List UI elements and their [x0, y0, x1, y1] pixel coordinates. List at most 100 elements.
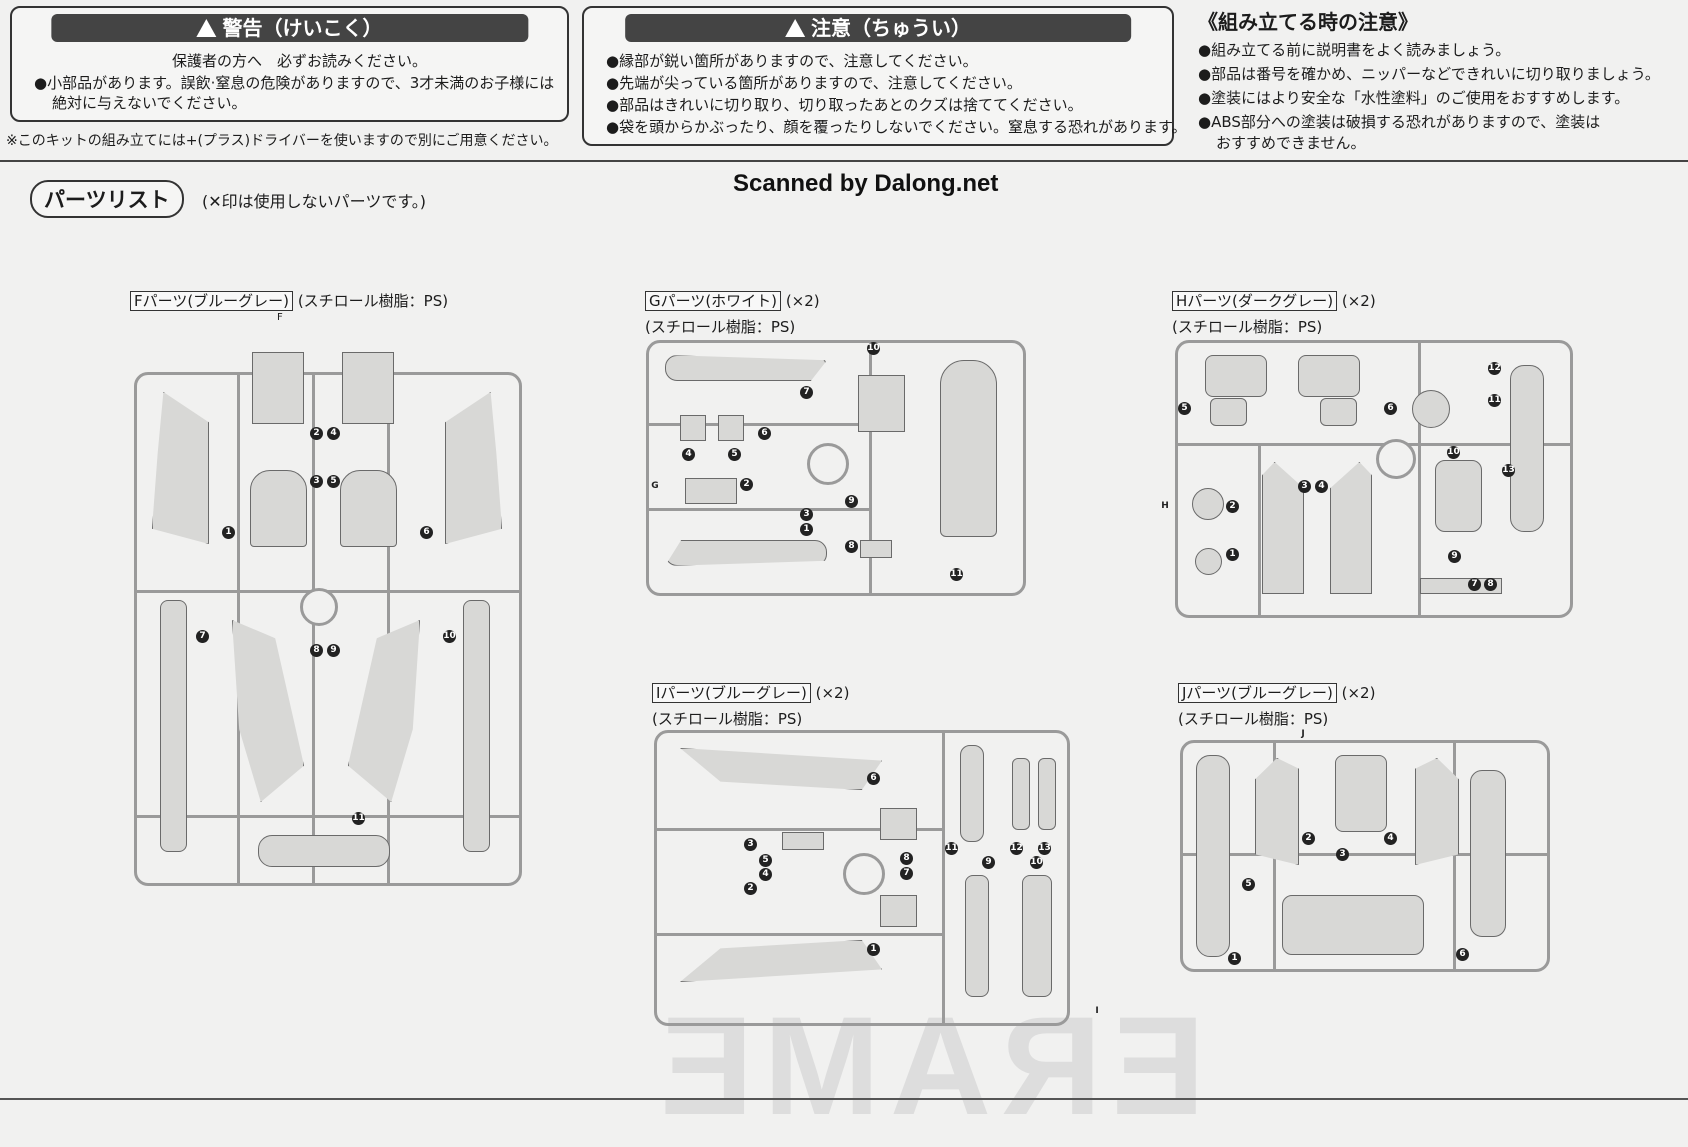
part-i-h [1038, 758, 1056, 830]
num-f-10: 10 [443, 630, 456, 643]
part-f-k [258, 835, 390, 867]
caution-line-1: 縁部が鋭い箇所がありますので、注意してください。 [606, 52, 978, 71]
assembly-note-5: おすすめできません。 [1216, 134, 1366, 152]
part-g-e [685, 478, 737, 504]
runner-f-label: Fパーツ(ブルーグレー) (スチロール樹脂：PS) [130, 290, 448, 311]
num-j-2: 2 [1302, 832, 1315, 845]
runner-g-material: (スチロール樹脂：PS) [645, 318, 796, 336]
runner-i-tag: Iパーツ(ブルーグレー) [652, 683, 811, 703]
caution-triangle-icon [784, 19, 805, 37]
part-h-i [1192, 488, 1224, 520]
warning-triangle-icon [196, 19, 217, 37]
part-j-c [1335, 755, 1387, 832]
warning-subtitle: 保護者の方へ 必ずお読みください。 [172, 52, 428, 70]
num-f-5: 5 [327, 475, 340, 488]
num-i-2: 2 [744, 882, 757, 895]
warning-title: 警告（けいこく） [222, 16, 383, 40]
num-j-4: 4 [1384, 832, 1397, 845]
part-h-g [1262, 462, 1304, 594]
part-g-f [858, 375, 905, 432]
warning-line-1: 小部品があります。誤飲·窒息の危険がありますので、3才未満のお子様には [34, 74, 554, 93]
num-f-6: 6 [420, 526, 433, 539]
num-h-1: 1 [1226, 548, 1239, 561]
part-f-f [340, 470, 397, 547]
runner-i-frame [654, 730, 1070, 1026]
runner-j-label: Jパーツ(ブルーグレー) (×2) [1178, 682, 1375, 703]
num-f-8: 8 [310, 644, 323, 657]
num-h-10: 10 [1447, 446, 1460, 459]
parts-list-label: パーツリスト [30, 180, 184, 218]
num-g-9: 9 [845, 495, 858, 508]
part-i-e [782, 832, 824, 850]
num-j-6: 6 [1456, 948, 1469, 961]
num-i-12: 12 [1010, 842, 1023, 855]
driver-note: ※このキットの組み立てには+(プラス)ドライバーを使いますので別にご用意ください… [6, 133, 558, 149]
num-g-8: 8 [845, 540, 858, 553]
num-g-11: 11 [950, 568, 963, 581]
part-h-b [1298, 355, 1360, 397]
num-h-6: 6 [1384, 402, 1397, 415]
num-i-7: 7 [900, 867, 913, 880]
runner-f-tag: Fパーツ(ブルーグレー) [130, 291, 294, 311]
num-h-13: 13 [1502, 464, 1515, 477]
runner-h-count: (×2) [1341, 292, 1376, 310]
runner-i-letter: I [1095, 1006, 1099, 1016]
warning-line-2: 絶対に与えないでください。 [52, 94, 247, 112]
runner-j-count: (×2) [1341, 684, 1376, 702]
part-i-d [880, 895, 917, 927]
assembly-note-3: 塗装にはより安全な「水性塗料」のご使用をおすすめします。 [1198, 89, 1660, 108]
caution-line-3: 部品はきれいに切り取り、切り取ったあとのクズは捨ててください。 [606, 96, 1083, 115]
num-g-5: 5 [728, 448, 741, 461]
part-g-c [680, 415, 706, 441]
parts-list-note: (✕印は使用しないパーツです。) [202, 192, 426, 211]
num-g-6: 6 [758, 427, 771, 440]
assembly-notes: 《組み立てる時の注意》 組み立てる前に説明書をよく読みましょう。 部品は番号を確… [1198, 6, 1660, 153]
part-h-e [1412, 390, 1450, 428]
part-h-j [1195, 548, 1222, 575]
part-i-f [960, 745, 984, 842]
num-f-11: 11 [352, 812, 365, 825]
runner-g-count: (×2) [785, 292, 820, 310]
caution-box: 注意（ちゅうい） 縁部が鋭い箇所がありますので、注意してください。 先端が尖って… [582, 6, 1187, 146]
num-f-3: 3 [310, 475, 323, 488]
part-i-c [880, 808, 917, 840]
num-j-3: 3 [1336, 848, 1349, 861]
assembly-note-2: 部品は番号を確かめ、ニッパーなどできれいに切り取りましょう。 [1198, 65, 1660, 84]
part-j-b [1255, 758, 1299, 865]
runner-h-material: (スチロール樹脂：PS) [1172, 318, 1323, 336]
num-i-3: 3 [744, 838, 757, 851]
runner-h-label: Hパーツ(ダークグレー) (×2) [1172, 290, 1376, 311]
part-i-j [1022, 875, 1052, 997]
num-h-4: 4 [1315, 480, 1328, 493]
part-h-l [1420, 578, 1502, 594]
num-j-1: 1 [1228, 952, 1241, 965]
part-h-k [1435, 460, 1482, 532]
part-g-h [860, 540, 892, 558]
num-g-1: 1 [800, 523, 813, 536]
num-g-2: 2 [740, 478, 753, 491]
num-g-4: 4 [682, 448, 695, 461]
warning-box: 警告（けいこく） 保護者の方へ 必ずお読みください。 小部品があります。誤飲·窒… [10, 6, 569, 122]
num-h-9: 9 [1448, 550, 1461, 563]
runner-h-letter: H [1161, 501, 1169, 511]
runner-g-label: Gパーツ(ホワイト) (×2) [645, 290, 820, 311]
part-f-c [252, 352, 304, 424]
part-h-a [1205, 355, 1267, 397]
assembly-notes-title: 《組み立てる時の注意》 [1198, 10, 1418, 34]
runner-g-frame [646, 340, 1026, 596]
warning-title-bar: 警告（けいこく） [50, 14, 529, 42]
num-h-11: 11 [1488, 394, 1501, 407]
part-j-f [1470, 770, 1506, 937]
num-h-5: 5 [1178, 402, 1191, 415]
part-h-c [1210, 398, 1247, 426]
assembly-note-1: 組み立てる前に説明書をよく読みましょう。 [1198, 41, 1660, 60]
num-j-5: 5 [1242, 878, 1255, 891]
num-g-10: 10 [867, 342, 880, 355]
part-f-i [160, 600, 187, 852]
bottom-border [0, 1098, 1688, 1100]
num-i-13: 13 [1038, 842, 1051, 855]
runner-g-letter: G [651, 481, 659, 491]
runner-h-frame [1175, 340, 1573, 618]
caution-title-bar: 注意（ちゅうい） [625, 14, 1131, 42]
runner-i-material: (スチロール樹脂：PS) [652, 710, 803, 728]
